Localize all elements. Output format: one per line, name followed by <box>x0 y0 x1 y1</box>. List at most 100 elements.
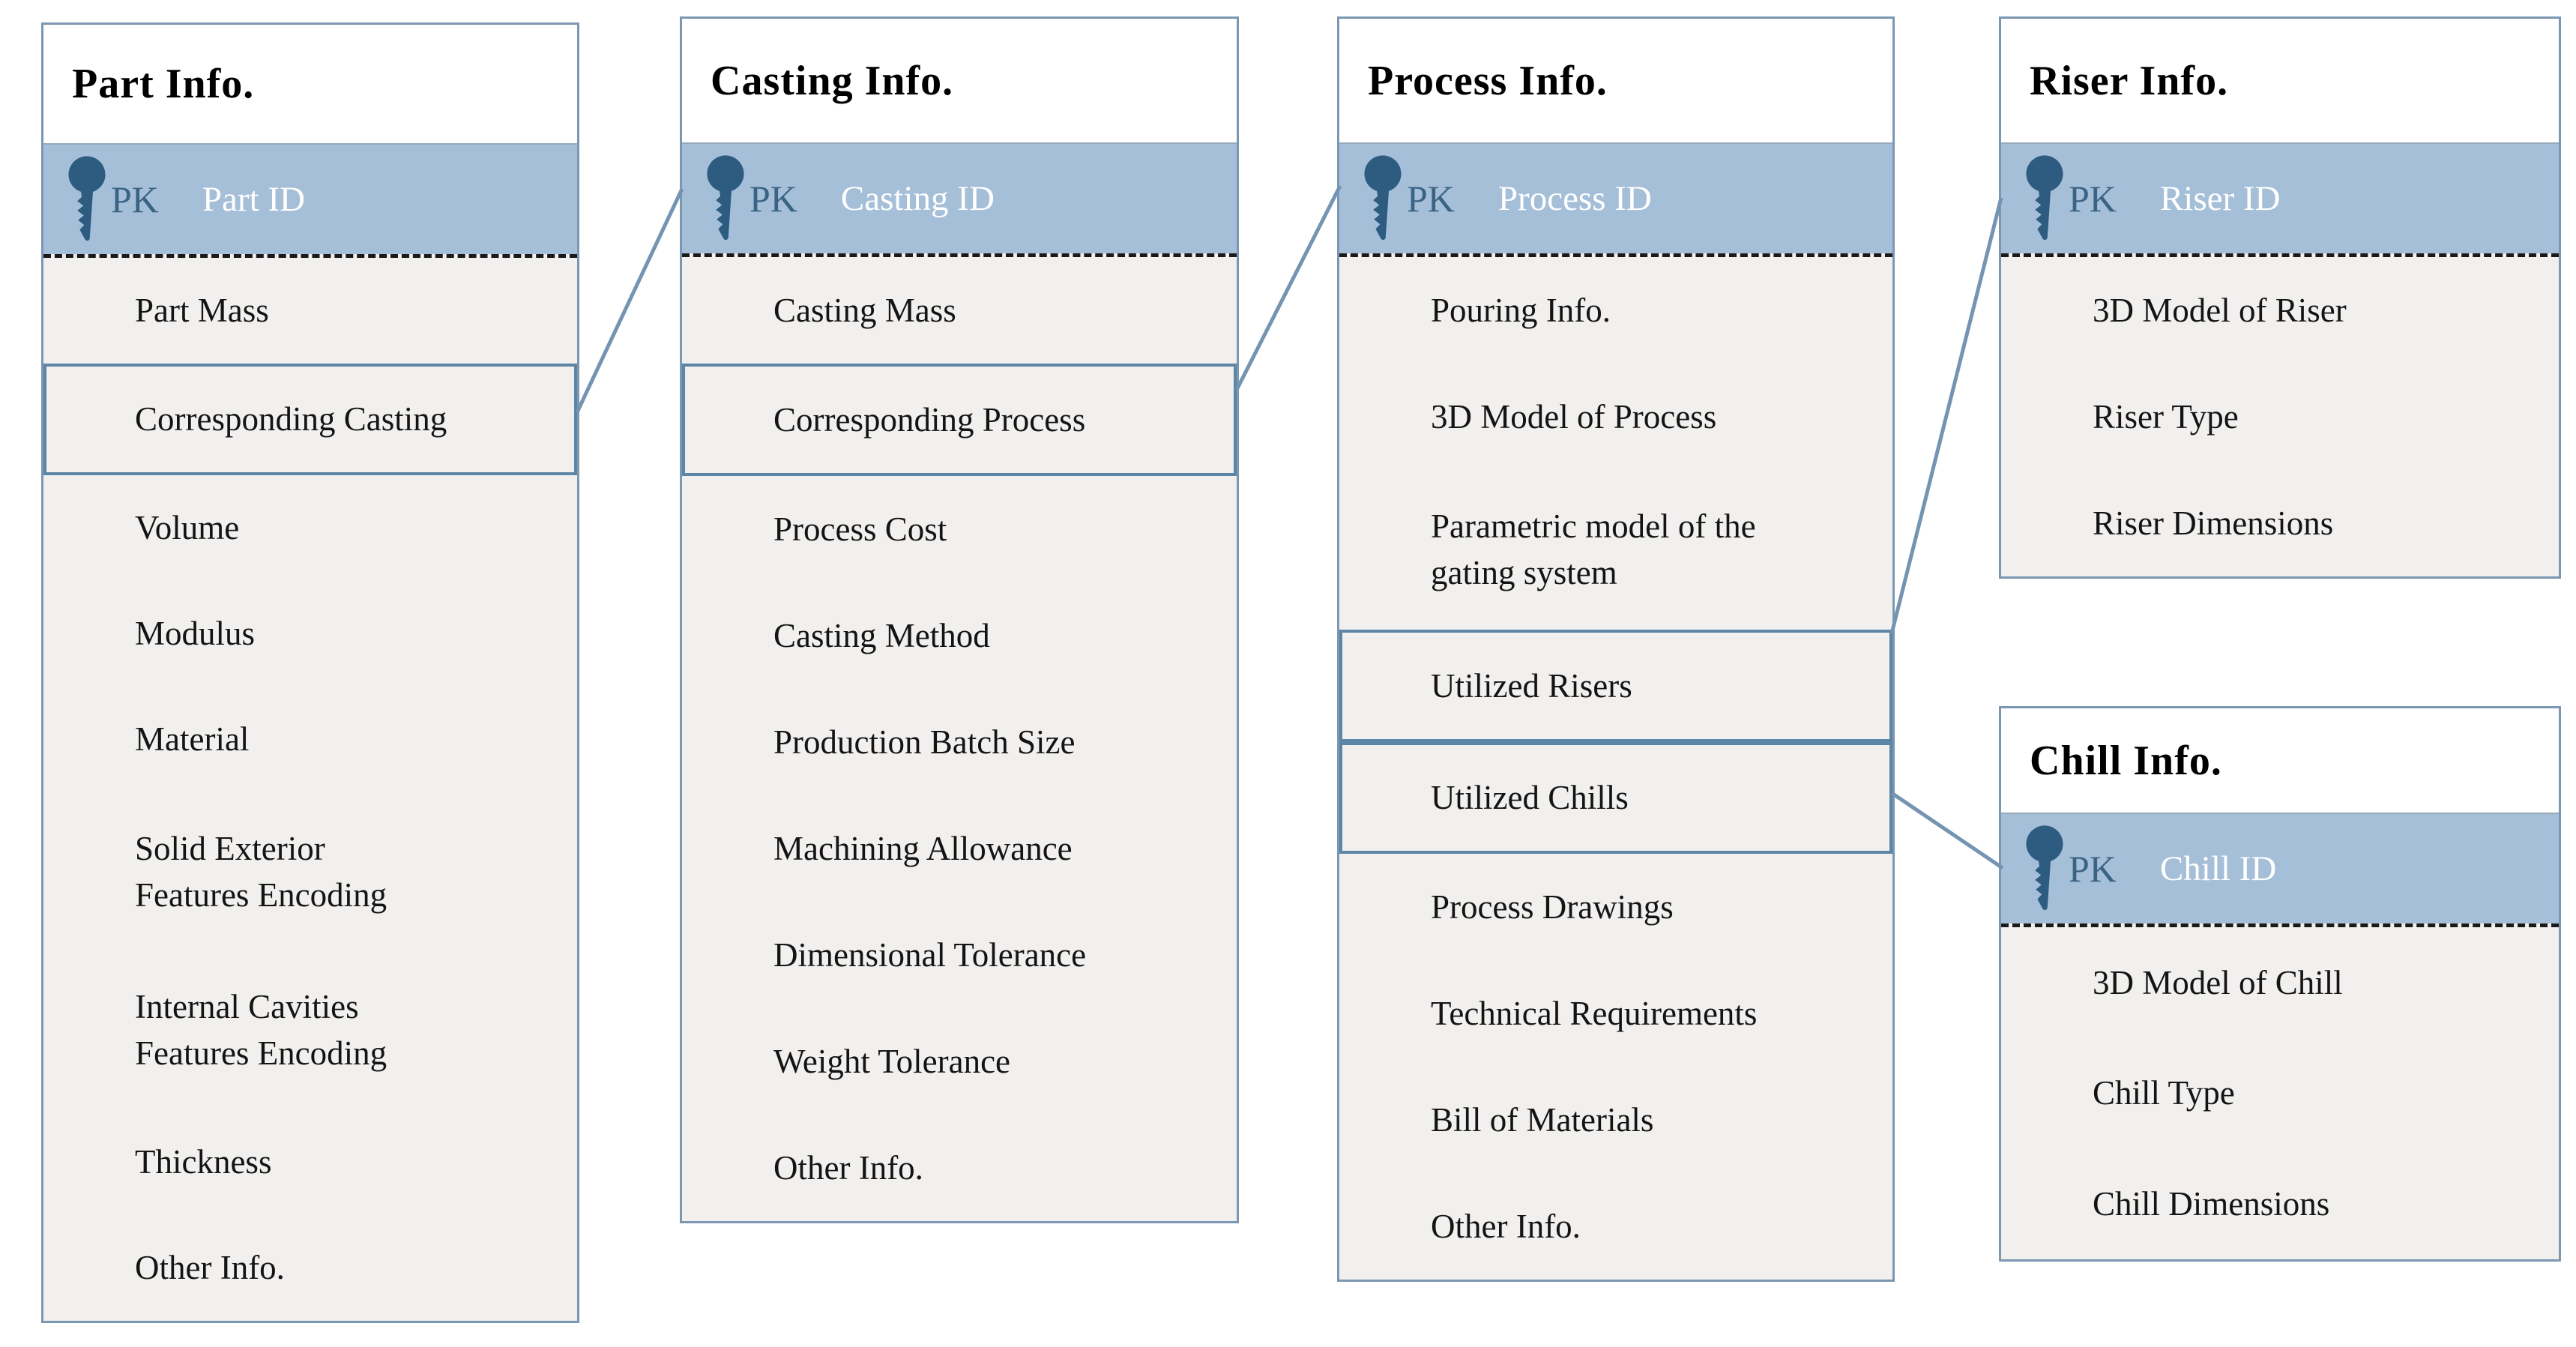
relationship-line-process-riser <box>1889 197 2003 634</box>
attribute-row: Other Info. <box>682 1115 1237 1221</box>
attribute-row: Thickness <box>43 1109 577 1215</box>
key-icon <box>2026 825 2063 911</box>
pk-label: PK <box>1407 178 1455 220</box>
attribute-label: Other Info. <box>1431 1207 1581 1245</box>
attribute-label: Modulus <box>135 615 256 653</box>
relationship-line-process-chill <box>1890 791 2004 870</box>
attribute-row: Machining Allowance <box>682 795 1237 902</box>
table-title: Casting Info. <box>711 57 954 104</box>
pk-separator <box>1339 253 1892 257</box>
foreign-key-row: Corresponding Process <box>682 364 1237 476</box>
pk-label: PK <box>2069 848 2117 890</box>
attribute-row: Dimensional Tolerance <box>682 902 1237 1008</box>
attribute-row: Other Info. <box>1339 1173 1892 1280</box>
attribute-label: Corresponding Process <box>773 400 1086 439</box>
attribute-label: Pouring Info. <box>1431 291 1611 329</box>
table-title: Part Info. <box>72 61 255 107</box>
attribute-row: Process Drawings <box>1339 854 1892 960</box>
table-header: Riser Info. <box>2001 19 2559 144</box>
pk-label: PK <box>2069 178 2117 220</box>
pk-separator <box>2001 253 2559 257</box>
attribute-label: Other Info. <box>773 1148 923 1187</box>
attribute-row: Weight Tolerance <box>682 1008 1237 1115</box>
attribute-label: Part Mass <box>135 292 269 330</box>
pk-separator <box>2001 923 2559 927</box>
attribute-row: Casting Mass <box>682 257 1237 364</box>
primary-key-row: PK Riser ID <box>2001 144 2559 253</box>
attribute-row: Chill Type <box>2001 1038 2559 1149</box>
pk-separator <box>682 253 1237 257</box>
primary-key-field: Riser ID <box>2159 179 2281 218</box>
attribute-label: Bill of Materials <box>1431 1101 1654 1139</box>
key-icon <box>68 156 106 241</box>
attribute-row: Other Info. <box>43 1215 577 1321</box>
entity-table-riser-info: Riser Info. PK Riser ID 3D Model of Rise… <box>1999 16 2561 579</box>
attribute-label: Machining Allowance <box>773 829 1073 867</box>
primary-key-row: PK Casting ID <box>682 144 1237 253</box>
primary-key-field: Casting ID <box>840 179 995 218</box>
attribute-label: Casting Method <box>773 616 990 654</box>
table-header: Chill Info. <box>2001 708 2559 814</box>
primary-key-row: PK Chill ID <box>2001 814 2559 923</box>
table-title: Chill Info. <box>2030 737 2222 784</box>
attribute-label: Corresponding Casting <box>135 400 447 439</box>
entity-table-casting-info: Casting Info. PK Casting ID Casting Mass… <box>680 16 1239 1223</box>
primary-key-field: Chill ID <box>2159 849 2277 888</box>
attribute-row: Technical Requirements <box>1339 960 1892 1067</box>
foreign-key-row: Utilized Chills <box>1339 741 1892 855</box>
pk-label: PK <box>111 178 159 220</box>
attribute-label: 3D Model of Chill <box>2093 963 2343 1001</box>
attribute-row: Casting Method <box>682 582 1237 689</box>
attribute-label: Process Cost <box>773 510 947 548</box>
table-header: Process Info. <box>1339 19 1892 144</box>
attribute-label: Utilized Risers <box>1431 666 1632 705</box>
attribute-label: 3D Model of Riser <box>2093 291 2347 329</box>
attribute-row: 3D Model of Riser <box>2001 257 2559 364</box>
attribute-label: Dimensional Tolerance <box>773 935 1087 974</box>
attribute-label: Thickness <box>135 1143 272 1181</box>
attribute-row: Riser Type <box>2001 364 2559 470</box>
entity-table-process-info: Process Info. PK Process ID Pouring Info… <box>1337 16 1895 1282</box>
attribute-label: Production Batch Size <box>773 723 1076 761</box>
attribute-label: Other Info. <box>135 1249 285 1287</box>
attribute-label: Process Drawings <box>1431 888 1674 926</box>
pk-label: PK <box>749 178 797 220</box>
attribute-label: 3D Model of Process <box>1431 397 1717 436</box>
key-icon <box>2026 155 2063 241</box>
primary-key-field: Process ID <box>1497 179 1652 218</box>
pk-separator <box>43 254 577 258</box>
attribute-row: 3D Model of Process <box>1339 364 1892 470</box>
attribute-label: Chill Dimensions <box>2093 1185 2330 1223</box>
table-title: Process Info. <box>1368 57 1608 104</box>
key-icon <box>707 155 744 241</box>
relationship-line-part-casting <box>575 187 684 414</box>
attribute-label: Riser Type <box>2093 397 2239 436</box>
attribute-label: Chill Type <box>2093 1074 2235 1112</box>
table-header: Casting Info. <box>682 19 1237 144</box>
attribute-row: Production Batch Size <box>682 689 1237 795</box>
attribute-row: Material <box>43 687 577 792</box>
attribute-row: Riser Dimensions <box>2001 470 2559 576</box>
attribute-label: Volume <box>135 509 240 547</box>
attribute-label: Casting Mass <box>773 291 956 329</box>
foreign-key-row: Corresponding Casting <box>43 364 577 475</box>
relationship-line-casting-process <box>1234 184 1342 391</box>
entity-table-chill-info: Chill Info. PK Chill ID 3D Model of Chil… <box>1999 706 2561 1262</box>
attribute-row: Pouring Info. <box>1339 257 1892 364</box>
table-title: Riser Info. <box>2030 57 2229 104</box>
attribute-row: Bill of Materials <box>1339 1067 1892 1173</box>
key-icon <box>1364 155 1402 241</box>
attribute-row: Part Mass <box>43 258 577 364</box>
